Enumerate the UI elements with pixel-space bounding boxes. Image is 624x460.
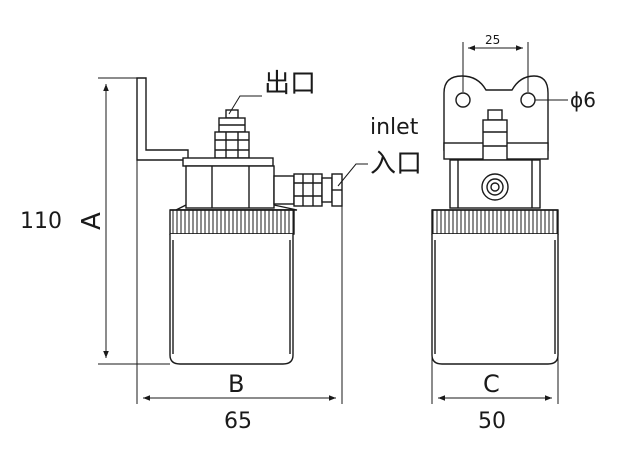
inlet-fitting <box>273 173 343 207</box>
bowl-cap-ring <box>169 209 295 235</box>
front-bowl <box>431 234 559 365</box>
width-letter-b: B <box>228 370 244 398</box>
filter-bowl <box>169 234 294 365</box>
front-cap-ring <box>431 209 559 235</box>
mounting-bracket <box>136 77 189 161</box>
front-dimensions <box>431 42 568 404</box>
outlet-label: 出口 <box>264 69 316 99</box>
front-outlet-fitting <box>482 109 508 161</box>
inlet-label-jp: 入口 <box>370 149 422 179</box>
hole-spacing-label: 25 <box>485 33 500 47</box>
mount-hole-right <box>520 92 536 108</box>
width-value-65: 65 <box>224 409 252 434</box>
hole-diameter-label: ϕ6 <box>570 88 596 112</box>
side-dimensions <box>98 77 368 404</box>
outlet-fitting <box>214 109 250 159</box>
height-value: 110 <box>20 209 62 234</box>
width-value-50: 50 <box>478 409 506 434</box>
width-letter-c: C <box>483 370 500 398</box>
side-view <box>136 77 343 365</box>
front-view <box>431 75 559 365</box>
mount-hole-left <box>455 92 471 108</box>
height-letter: A <box>77 212 107 230</box>
inlet-label-en: inlet <box>370 115 419 140</box>
